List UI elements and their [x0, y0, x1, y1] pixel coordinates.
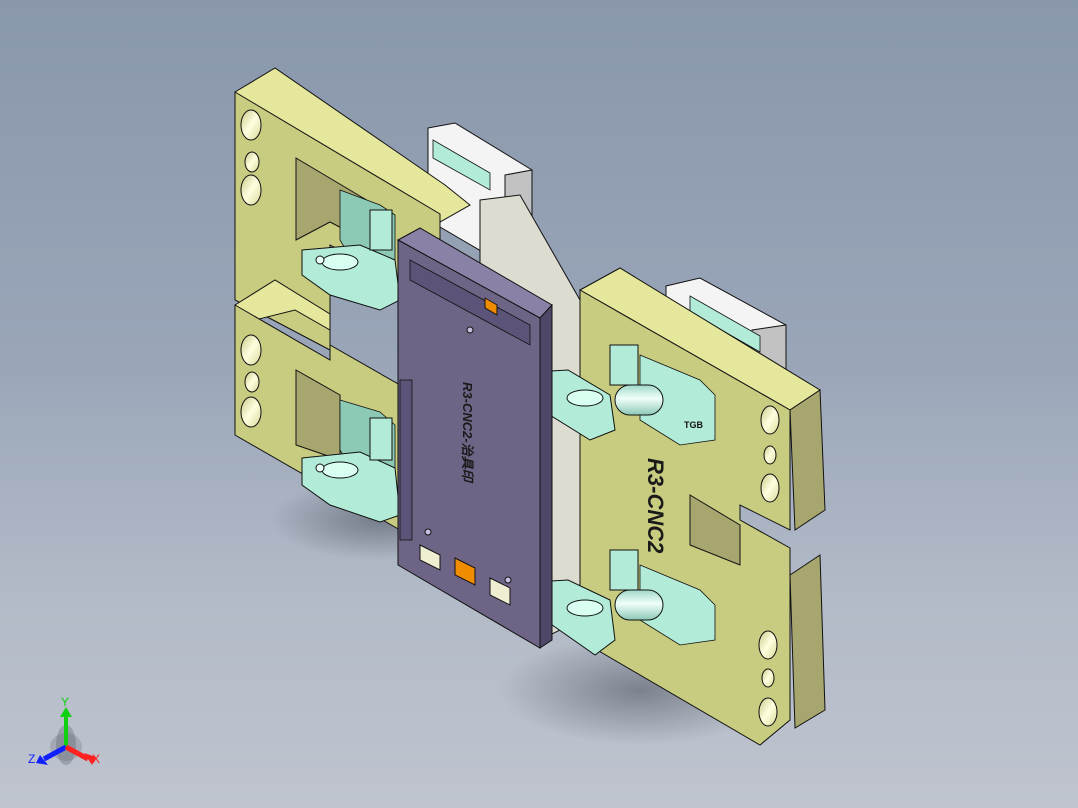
clamp-bottom-left[interactable]	[301, 399, 401, 523]
clamp-top-left[interactable]	[301, 189, 401, 311]
part-engraving: R3-CNC2-治具印	[460, 382, 475, 484]
x-axis-icon	[64, 744, 90, 762]
clamp-bottom-right[interactable]	[533, 549, 716, 656]
plate-engraving: R3-CNC2	[643, 458, 668, 554]
cylinder-marking: TGB	[684, 420, 703, 430]
y-axis-label: Y	[61, 695, 69, 709]
clamp-top-right[interactable]: TGB	[533, 344, 716, 446]
orientation-triad[interactable]: Y Z X	[26, 695, 106, 770]
z-axis-icon	[42, 744, 68, 762]
z-axis-label: Z	[28, 752, 35, 766]
workpiece[interactable]: R3-CNC2-治具印	[396, 227, 553, 649]
x-axis-label: X	[92, 752, 100, 766]
